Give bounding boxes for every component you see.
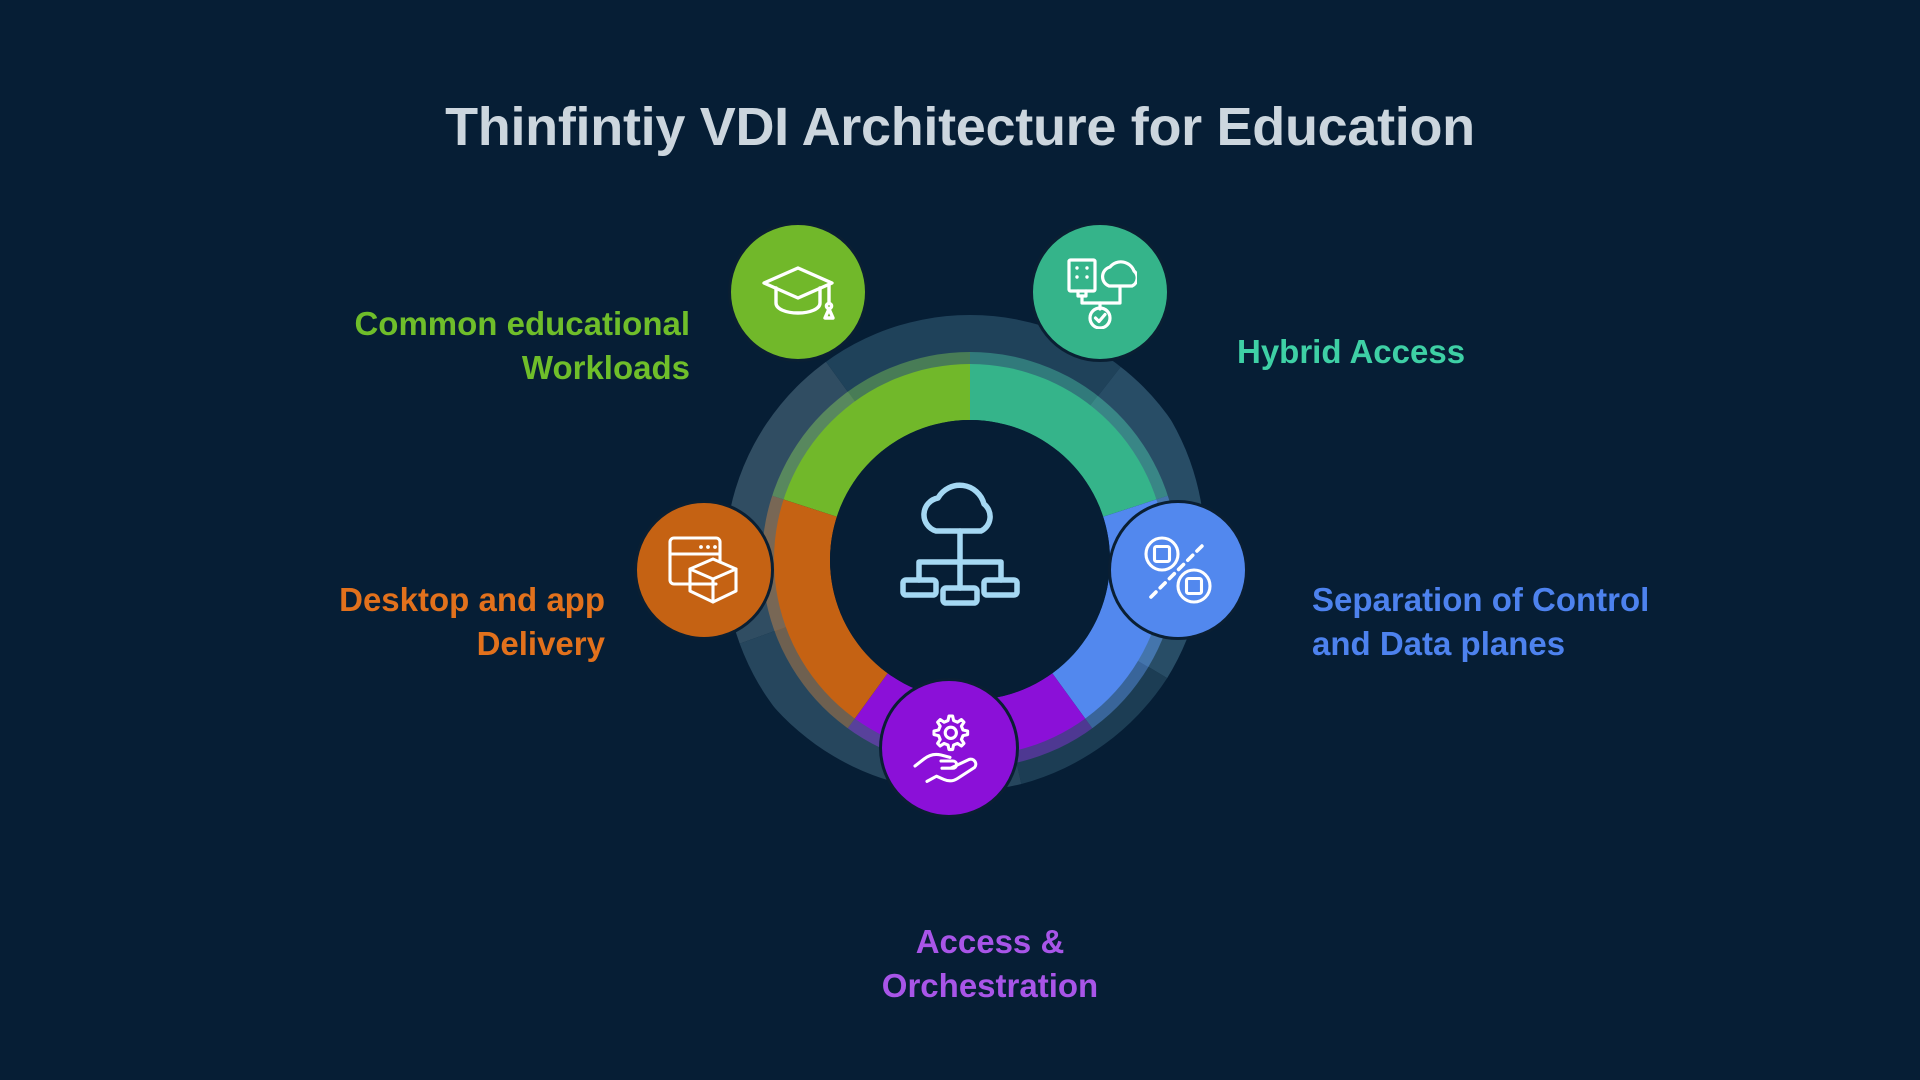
- label-desktop-and-app-delivery: Desktop and app Delivery: [135, 578, 605, 666]
- split-planes-icon: [1144, 536, 1212, 604]
- node-hybrid-access[interactable]: [1030, 222, 1170, 362]
- graduation-cap-icon: [762, 266, 835, 320]
- cloud-network-icon: [900, 482, 1020, 606]
- label-common-educational-workloads: Common educational Workloads: [220, 302, 690, 390]
- hand-gear-icon: [913, 714, 978, 783]
- label-line-2: and Data planes: [1312, 624, 1566, 662]
- page-title: Thinfintiy VDI Architecture for Educatio…: [445, 97, 1475, 157]
- node-common-educational-workloads[interactable]: [728, 222, 868, 362]
- label-separation-of-control-and-data-planes: Separation of Control and Data planes: [1312, 578, 1832, 666]
- label-line-2: Delivery: [476, 624, 605, 662]
- label-line-1: Access &: [915, 923, 1065, 960]
- node-separation-of-control-and-data-planes[interactable]: [1108, 500, 1248, 640]
- label-line-2: Workloads: [521, 348, 690, 386]
- label-hybrid-access: Hybrid Access: [1237, 330, 1757, 374]
- center-hub-icon-wrap: [880, 455, 1040, 625]
- browser-cube-icon: [668, 536, 738, 604]
- label-line-1: Separation of Control: [1312, 581, 1650, 618]
- node-desktop-and-app-delivery[interactable]: [634, 500, 774, 640]
- label-line-1: Hybrid Access: [1237, 333, 1466, 370]
- node-access-and-orchestration[interactable]: [879, 678, 1019, 818]
- label-line-2: Orchestration: [881, 966, 1099, 1004]
- label-line-1: Common educational: [354, 305, 690, 342]
- label-line-1: Desktop and app: [339, 581, 605, 618]
- building-cloud-check-icon: [1067, 258, 1137, 329]
- label-access-and-orchestration: Access & Orchestration: [690, 920, 1290, 1008]
